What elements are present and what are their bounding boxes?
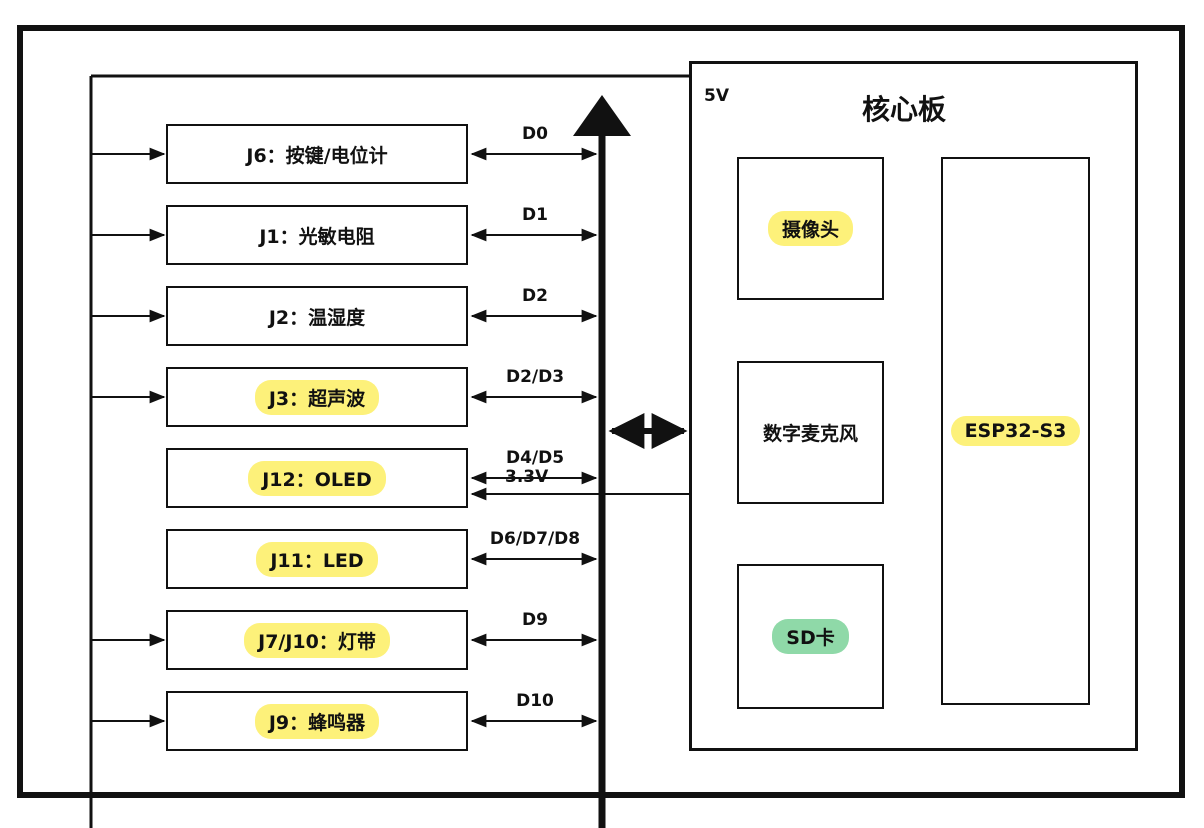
- mic-box: 数字麦克风: [737, 361, 884, 504]
- sd-card-box: SD卡: [737, 564, 884, 709]
- signal-label: D0: [522, 124, 548, 144]
- module-box: J2：温湿度: [166, 286, 468, 346]
- module-label: J12：OLED: [248, 460, 386, 496]
- signal-label: D2/D3: [505, 367, 565, 387]
- mic-label: 数字麦克风: [762, 423, 858, 445]
- core-board-title: 核心板: [862, 93, 947, 126]
- module-box: J9：蜂鸣器: [166, 691, 468, 751]
- module-label: J11：LED: [256, 541, 378, 577]
- signal-label: D6/D7/D8: [489, 529, 581, 549]
- signal-label: D9: [522, 610, 548, 630]
- sd-card-label: SD卡: [772, 619, 849, 654]
- module-box: J11：LED: [166, 529, 468, 589]
- signal-label: D10: [516, 691, 554, 711]
- module-label: J7/J10：灯带: [244, 622, 390, 658]
- supply-3v3-label: 3.3V: [505, 467, 549, 487]
- module-box: J3：超声波: [166, 367, 468, 427]
- esp32-chip-label: ESP32-S3: [950, 416, 1081, 446]
- module-label: J3：超声波: [254, 379, 380, 415]
- camera-label: 摄像头: [767, 211, 853, 246]
- module-label: J9：蜂鸣器: [254, 703, 380, 739]
- module-box: J7/J10：灯带: [166, 610, 468, 670]
- signal-label: D2: [522, 286, 548, 306]
- module-label: J6：按键/电位计: [246, 144, 388, 167]
- core-voltage-label: 5V: [704, 86, 729, 106]
- main-bus-arrowhead: [573, 95, 631, 136]
- core-board: 5V 核心板 摄像头 数字麦克风 SD卡 ESP32-S3: [689, 61, 1138, 751]
- module-box: J12：OLED: [166, 448, 468, 508]
- signal-label: D4/D5: [505, 448, 565, 468]
- module-label: J1：光敏电阻: [259, 225, 375, 248]
- module-box: J1：光敏电阻: [166, 205, 468, 265]
- signal-label: D1: [522, 205, 548, 225]
- module-label: J2：温湿度: [268, 306, 366, 329]
- module-box: J6：按键/电位计: [166, 124, 468, 184]
- esp32-chip-box: ESP32-S3: [941, 157, 1090, 705]
- camera-box: 摄像头: [737, 157, 884, 300]
